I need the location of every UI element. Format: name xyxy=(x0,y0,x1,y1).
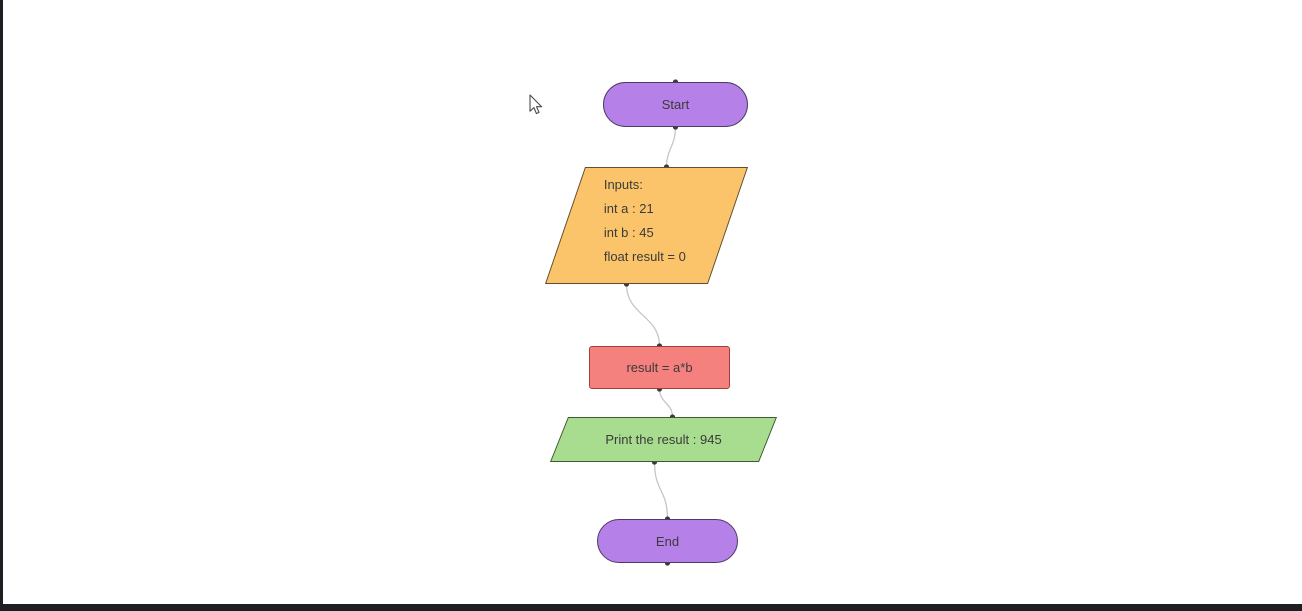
inputs-line-title: Inputs: xyxy=(604,176,644,192)
connector-process-to-output[interactable] xyxy=(658,388,674,418)
node-process-rectangle[interactable]: result = a*b xyxy=(589,346,730,389)
connector-output-to-end[interactable] xyxy=(653,461,669,520)
connector-start-to-inputs[interactable] xyxy=(665,126,677,168)
node-inputs-parallelogram[interactable]: Inputs: int a : 21 int b : 45 float resu… xyxy=(544,167,749,284)
connector-inputs-to-process[interactable] xyxy=(625,283,661,347)
node-output-text: Print the result : 945 xyxy=(560,418,767,461)
node-end-terminator[interactable]: End xyxy=(597,519,738,563)
node-end-label: End xyxy=(655,533,680,549)
mouse-cursor-icon xyxy=(529,94,543,115)
node-inputs-text: Inputs: int a : 21 int b : 45 float resu… xyxy=(566,164,727,288)
mouse-cursor-arrow xyxy=(529,94,543,115)
inputs-line-result: float result = 0 xyxy=(604,248,687,264)
output-label: Print the result : 945 xyxy=(605,432,722,447)
node-output-parallelogram[interactable]: Print the result : 945 xyxy=(550,417,777,462)
window-bottom-edge xyxy=(0,604,1302,611)
inputs-line-b: int b : 45 xyxy=(604,224,654,240)
window-left-edge xyxy=(0,0,3,611)
node-start-label: Start xyxy=(661,97,690,112)
inputs-line-a: int a : 21 xyxy=(604,200,654,216)
node-process-label: result = a*b xyxy=(626,360,693,375)
node-start-terminator[interactable]: Start xyxy=(603,82,748,127)
